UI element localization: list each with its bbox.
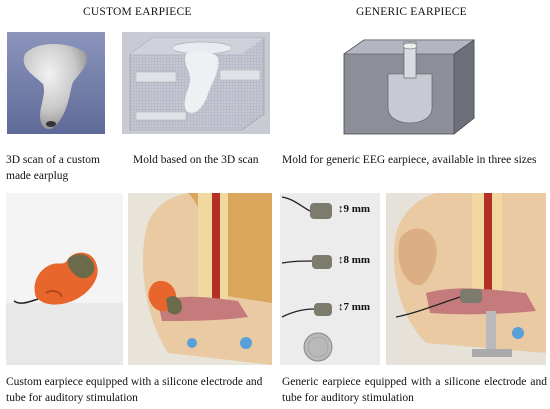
- custom-earpiece-photo: [6, 193, 123, 365]
- caption-custom-equipped: Custom earpiece equipped with a silicone…: [6, 376, 263, 404]
- generic-ear-model-photo: [386, 193, 546, 365]
- caption-scan: 3D scan of a custom made earplug: [6, 154, 100, 182]
- caption-generic-equipped: Generic earpiece equipped with a silicon…: [282, 376, 547, 404]
- size-arrow-icon: ↕: [338, 301, 344, 313]
- size-label-medium: ↕8 mm: [338, 254, 371, 266]
- size-arrow-icon: ↕: [338, 254, 344, 266]
- header-generic-earpiece: GENERIC EARPIECE: [356, 6, 467, 18]
- size-arrow-icon: ↕: [338, 203, 344, 215]
- mold-image: [122, 32, 270, 134]
- scan-image: [7, 32, 105, 134]
- generic-earpieces-sizes-photo: [280, 193, 380, 365]
- caption-generic-mold: Mold for generic EEG earpiece, available…: [282, 154, 537, 166]
- header-custom-earpiece: CUSTOM EARPIECE: [83, 6, 192, 18]
- generic-mold-image: [340, 32, 478, 138]
- size-label-large: ↕9 mm: [338, 203, 371, 215]
- size-label-small: ↕7 mm: [338, 301, 371, 313]
- caption-mold: Mold based on the 3D scan: [133, 154, 259, 166]
- custom-ear-model-photo: [128, 193, 272, 365]
